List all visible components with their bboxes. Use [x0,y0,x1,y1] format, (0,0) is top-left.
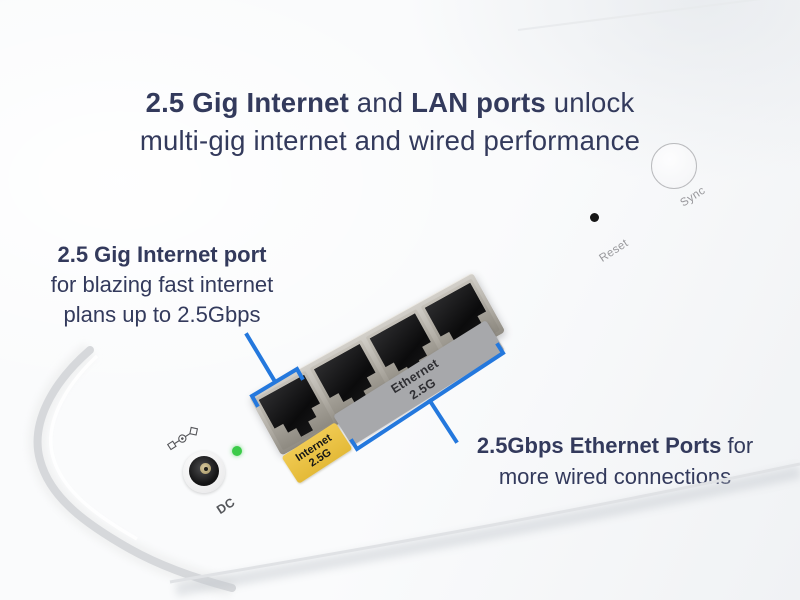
ethernet-ports-callout-text: 2.5Gbps Ethernet Ports for more wired co… [460,430,770,492]
headline: 2.5 Gig Internet and LAN ports unlock mu… [0,84,800,160]
headline-line2: multi-gig internet and wired performance [139,125,641,156]
ethernet-callout-suffix: for [721,433,754,458]
power-led [232,446,242,456]
sync-button [651,143,697,189]
internet-callout-line2: for blazing fast internet [50,272,274,297]
ethernet-callout-bold: 2.5Gbps Ethernet Ports [476,433,722,458]
headline-bold-lan-ports: LAN ports [411,87,546,118]
headline-bold-internet: 2.5 Gig Internet [145,87,349,118]
internet-callout-line3: plans up to 2.5Gbps [63,302,261,327]
headline-mid: and [348,87,412,118]
headline-line1: 2.5 Gig Internet and LAN ports unlock [0,84,800,122]
dc-jack-pin-hole [204,467,208,471]
internet-callout-title: 2.5 Gig Internet port [57,242,267,267]
ethernet-callout-line2: more wired connections [498,464,732,489]
headline-end: unlock [545,87,635,118]
ethernet-callout-line1: 2.5Gbps Ethernet Ports for [460,430,770,461]
reset-pinhole [590,213,599,222]
internet-port-callout-text: 2.5 Gig Internet port for blazing fast i… [12,240,312,330]
